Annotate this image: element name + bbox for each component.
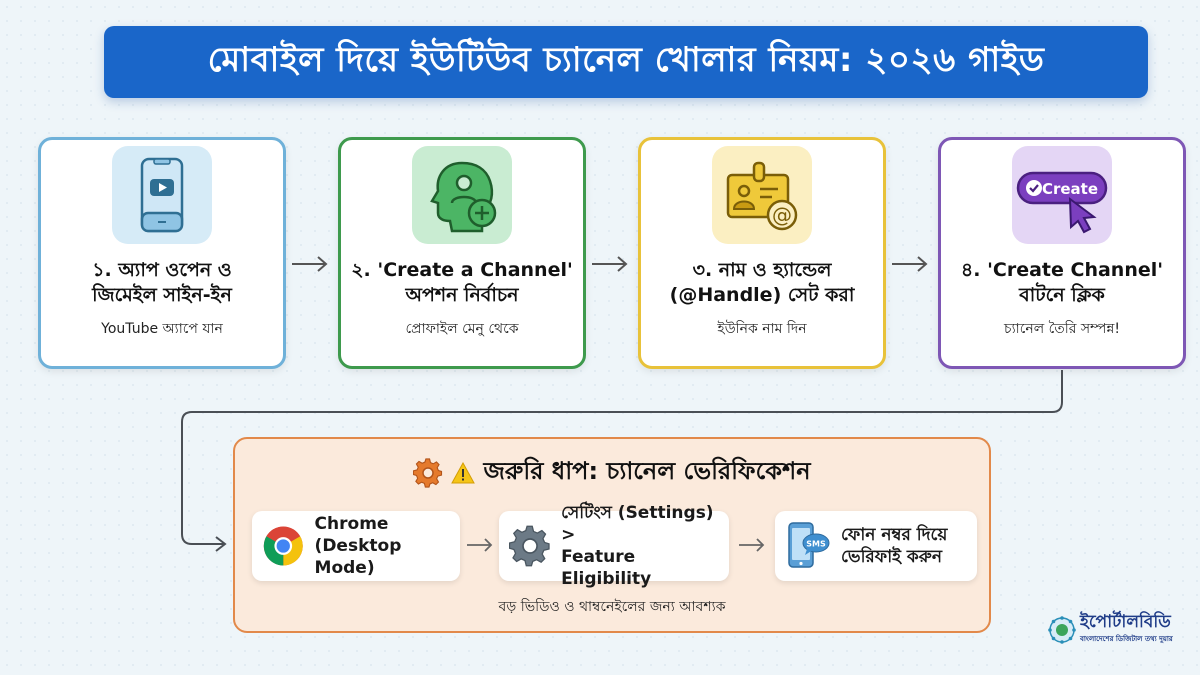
- gear-icon: [413, 458, 443, 488]
- phone-youtube-icon: [112, 146, 212, 244]
- arrow-right-icon: [892, 256, 928, 272]
- step-title: ৩. নাম ও হ্যান্ডেল (@Handle) সেট করা: [669, 259, 855, 306]
- verify-step-text: সেটিংস (Settings) > Feature Eligibility: [561, 502, 714, 590]
- profile-add-icon: [412, 146, 512, 244]
- warning-icon: [451, 462, 476, 484]
- chrome-icon: [263, 526, 303, 566]
- verify-step-text: Chrome (Desktop Mode): [314, 513, 402, 579]
- id-badge-at-icon: @: [712, 146, 812, 244]
- verification-title: জরুরি ধাপ: চ্যানেল ভেরিফিকেশন: [483, 457, 811, 485]
- phone-sms-icon: SMS: [788, 522, 830, 568]
- step-subtitle: ইউনিক নাম দিন: [717, 321, 807, 338]
- brand-logo: ইপোর্টালবিডি বাংলাদেশের ডিজিটাল তথ্য দুয…: [1048, 614, 1173, 645]
- arrow-right-icon: [292, 256, 328, 272]
- step-subtitle: YouTube অ্যাপে যান: [101, 321, 223, 338]
- step-card-1: ১. অ্যাপ ওপেন ও জিমেইল সাইন-ইন YouTube অ…: [38, 137, 286, 369]
- step-card-2: ২. 'Create a Channel' অপশন নির্বাচন প্রো…: [338, 137, 586, 369]
- gear-icon: [509, 525, 550, 567]
- step-card-4: Create ৪. 'Create Channel' বাটনে ক্লিক চ…: [938, 137, 1186, 369]
- svg-text:Create: Create: [1042, 180, 1098, 198]
- page-title-banner: মোবাইল দিয়ে ইউটিউব চ্যানেল খোলার নিয়ম:…: [104, 26, 1148, 98]
- verify-step-phone: SMS ফোন নম্বর দিয়ে ভেরিফাই করুন: [775, 511, 977, 581]
- verify-step-text: ফোন নম্বর দিয়ে ভেরিফাই করুন: [841, 524, 948, 567]
- step-title: ১. অ্যাপ ওপেন ও জিমেইল সাইন-ইন: [92, 259, 232, 306]
- step-subtitle: প্রোফাইল মেনু থেকে: [405, 321, 519, 338]
- arrow-right-icon: [592, 256, 628, 272]
- brand-name: ইপোর্টালবিডি: [1080, 612, 1171, 632]
- svg-text:SMS: SMS: [806, 540, 826, 549]
- step-card-3: @ ৩. নাম ও হ্যান্ডেল (@Handle) সেট করা ই…: [638, 137, 886, 369]
- arrow-right-icon: [739, 538, 765, 552]
- arrow-right-icon: [467, 538, 493, 552]
- step-subtitle: চ্যানেল তৈরি সম্পন্ন!: [1004, 321, 1120, 338]
- create-button-cursor-icon: Create: [1012, 146, 1112, 244]
- verification-heading: জরুরি ধাপ: চ্যানেল ভেরিফিকেশন: [235, 453, 989, 493]
- verification-panel: জরুরি ধাপ: চ্যানেল ভেরিফিকেশন Chrome (De…: [233, 437, 991, 633]
- step-title: ৪. 'Create Channel' বাটনে ক্লিক: [960, 259, 1164, 306]
- verification-note: বড় ভিডিও ও থাম্বনেইলের জন্য আবশ্যক: [498, 599, 726, 615]
- verify-step-settings: সেটিংস (Settings) > Feature Eligibility: [499, 503, 729, 589]
- verify-step-chrome: Chrome (Desktop Mode): [252, 511, 460, 581]
- brand-tagline: বাংলাদেশের ডিজিটাল তথ্য দুয়ার: [1080, 635, 1173, 643]
- svg-text:@: @: [772, 203, 792, 227]
- step-title: ২. 'Create a Channel' অপশন নির্বাচন: [351, 259, 573, 306]
- page-title: মোবাইল দিয়ে ইউটিউব চ্যানেল খোলার নিয়ম:…: [207, 39, 1045, 80]
- globe-network-icon: [1048, 615, 1076, 644]
